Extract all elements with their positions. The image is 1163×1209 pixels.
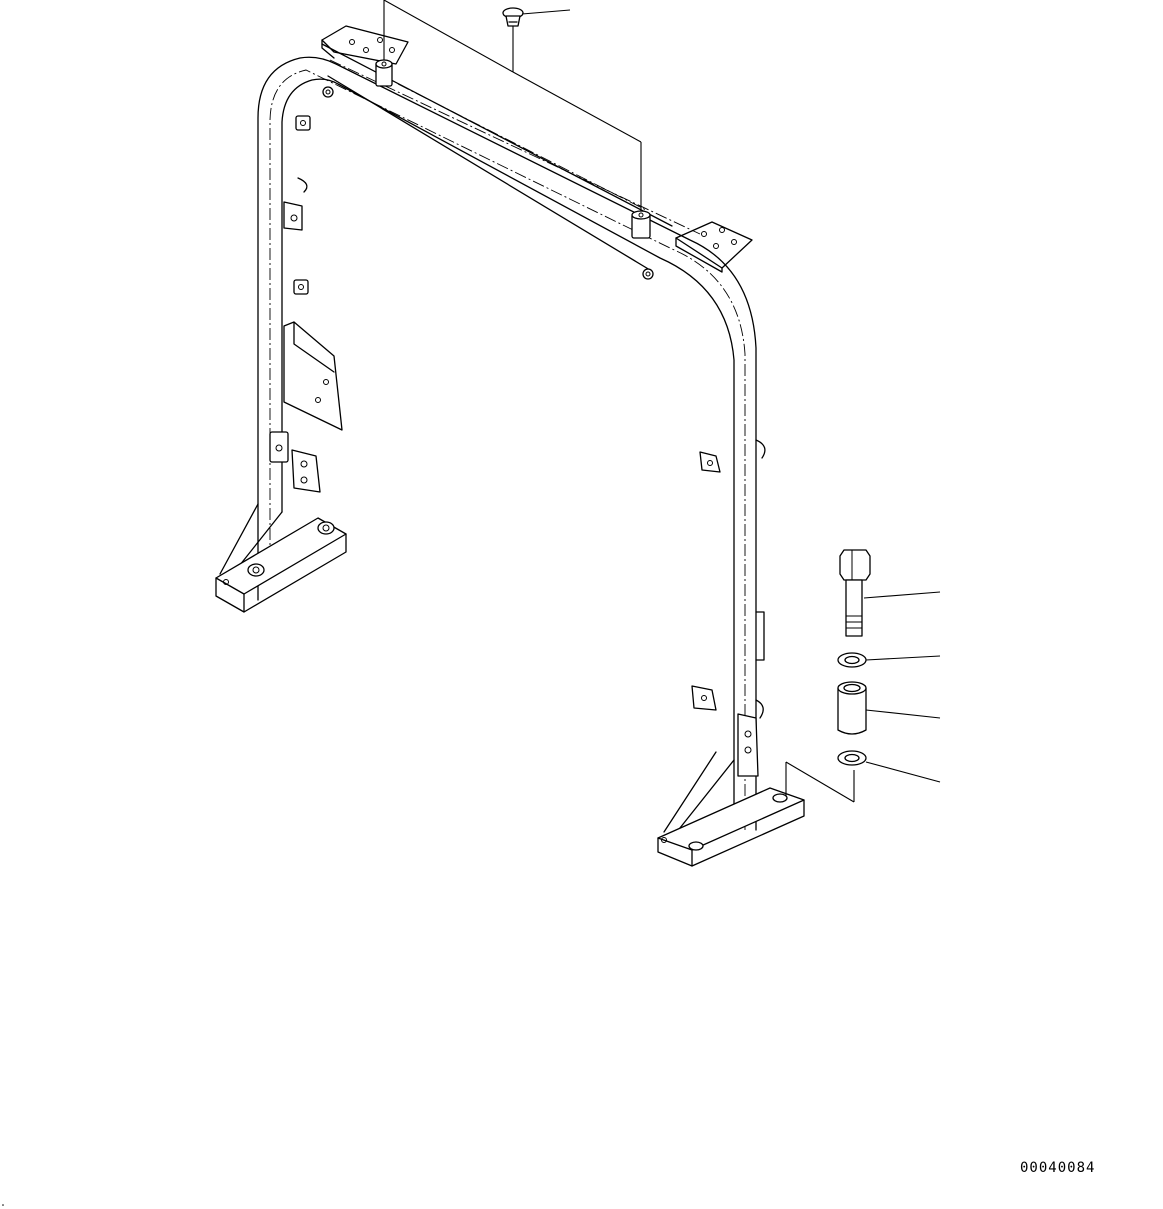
sleeve-icon xyxy=(837,681,941,735)
cap-leader-lines xyxy=(383,0,642,210)
hex-bolt-icon xyxy=(839,549,941,637)
frame-centerline xyxy=(269,69,746,830)
frame-outer-edge xyxy=(257,56,757,831)
portal-frame xyxy=(257,43,757,831)
cap-icon xyxy=(502,7,571,27)
corner-mark xyxy=(2,1204,4,1206)
washer-icon-lower xyxy=(837,750,941,783)
top-right-bracket xyxy=(631,210,753,280)
right-foot xyxy=(657,751,805,867)
left-post-brackets xyxy=(269,115,343,493)
beam-top-edge xyxy=(321,43,673,227)
right-post-brackets xyxy=(691,439,766,777)
frame-inner-edge xyxy=(281,78,735,831)
beam-front-edge xyxy=(327,75,651,271)
washer-icon xyxy=(837,652,941,668)
top-left-bracket xyxy=(321,25,409,98)
stack-alignment-leader xyxy=(785,761,855,803)
beam-hidden-line xyxy=(329,59,701,235)
left-foot xyxy=(215,503,347,613)
drawing-number: 00040084 xyxy=(1020,1160,1096,1176)
